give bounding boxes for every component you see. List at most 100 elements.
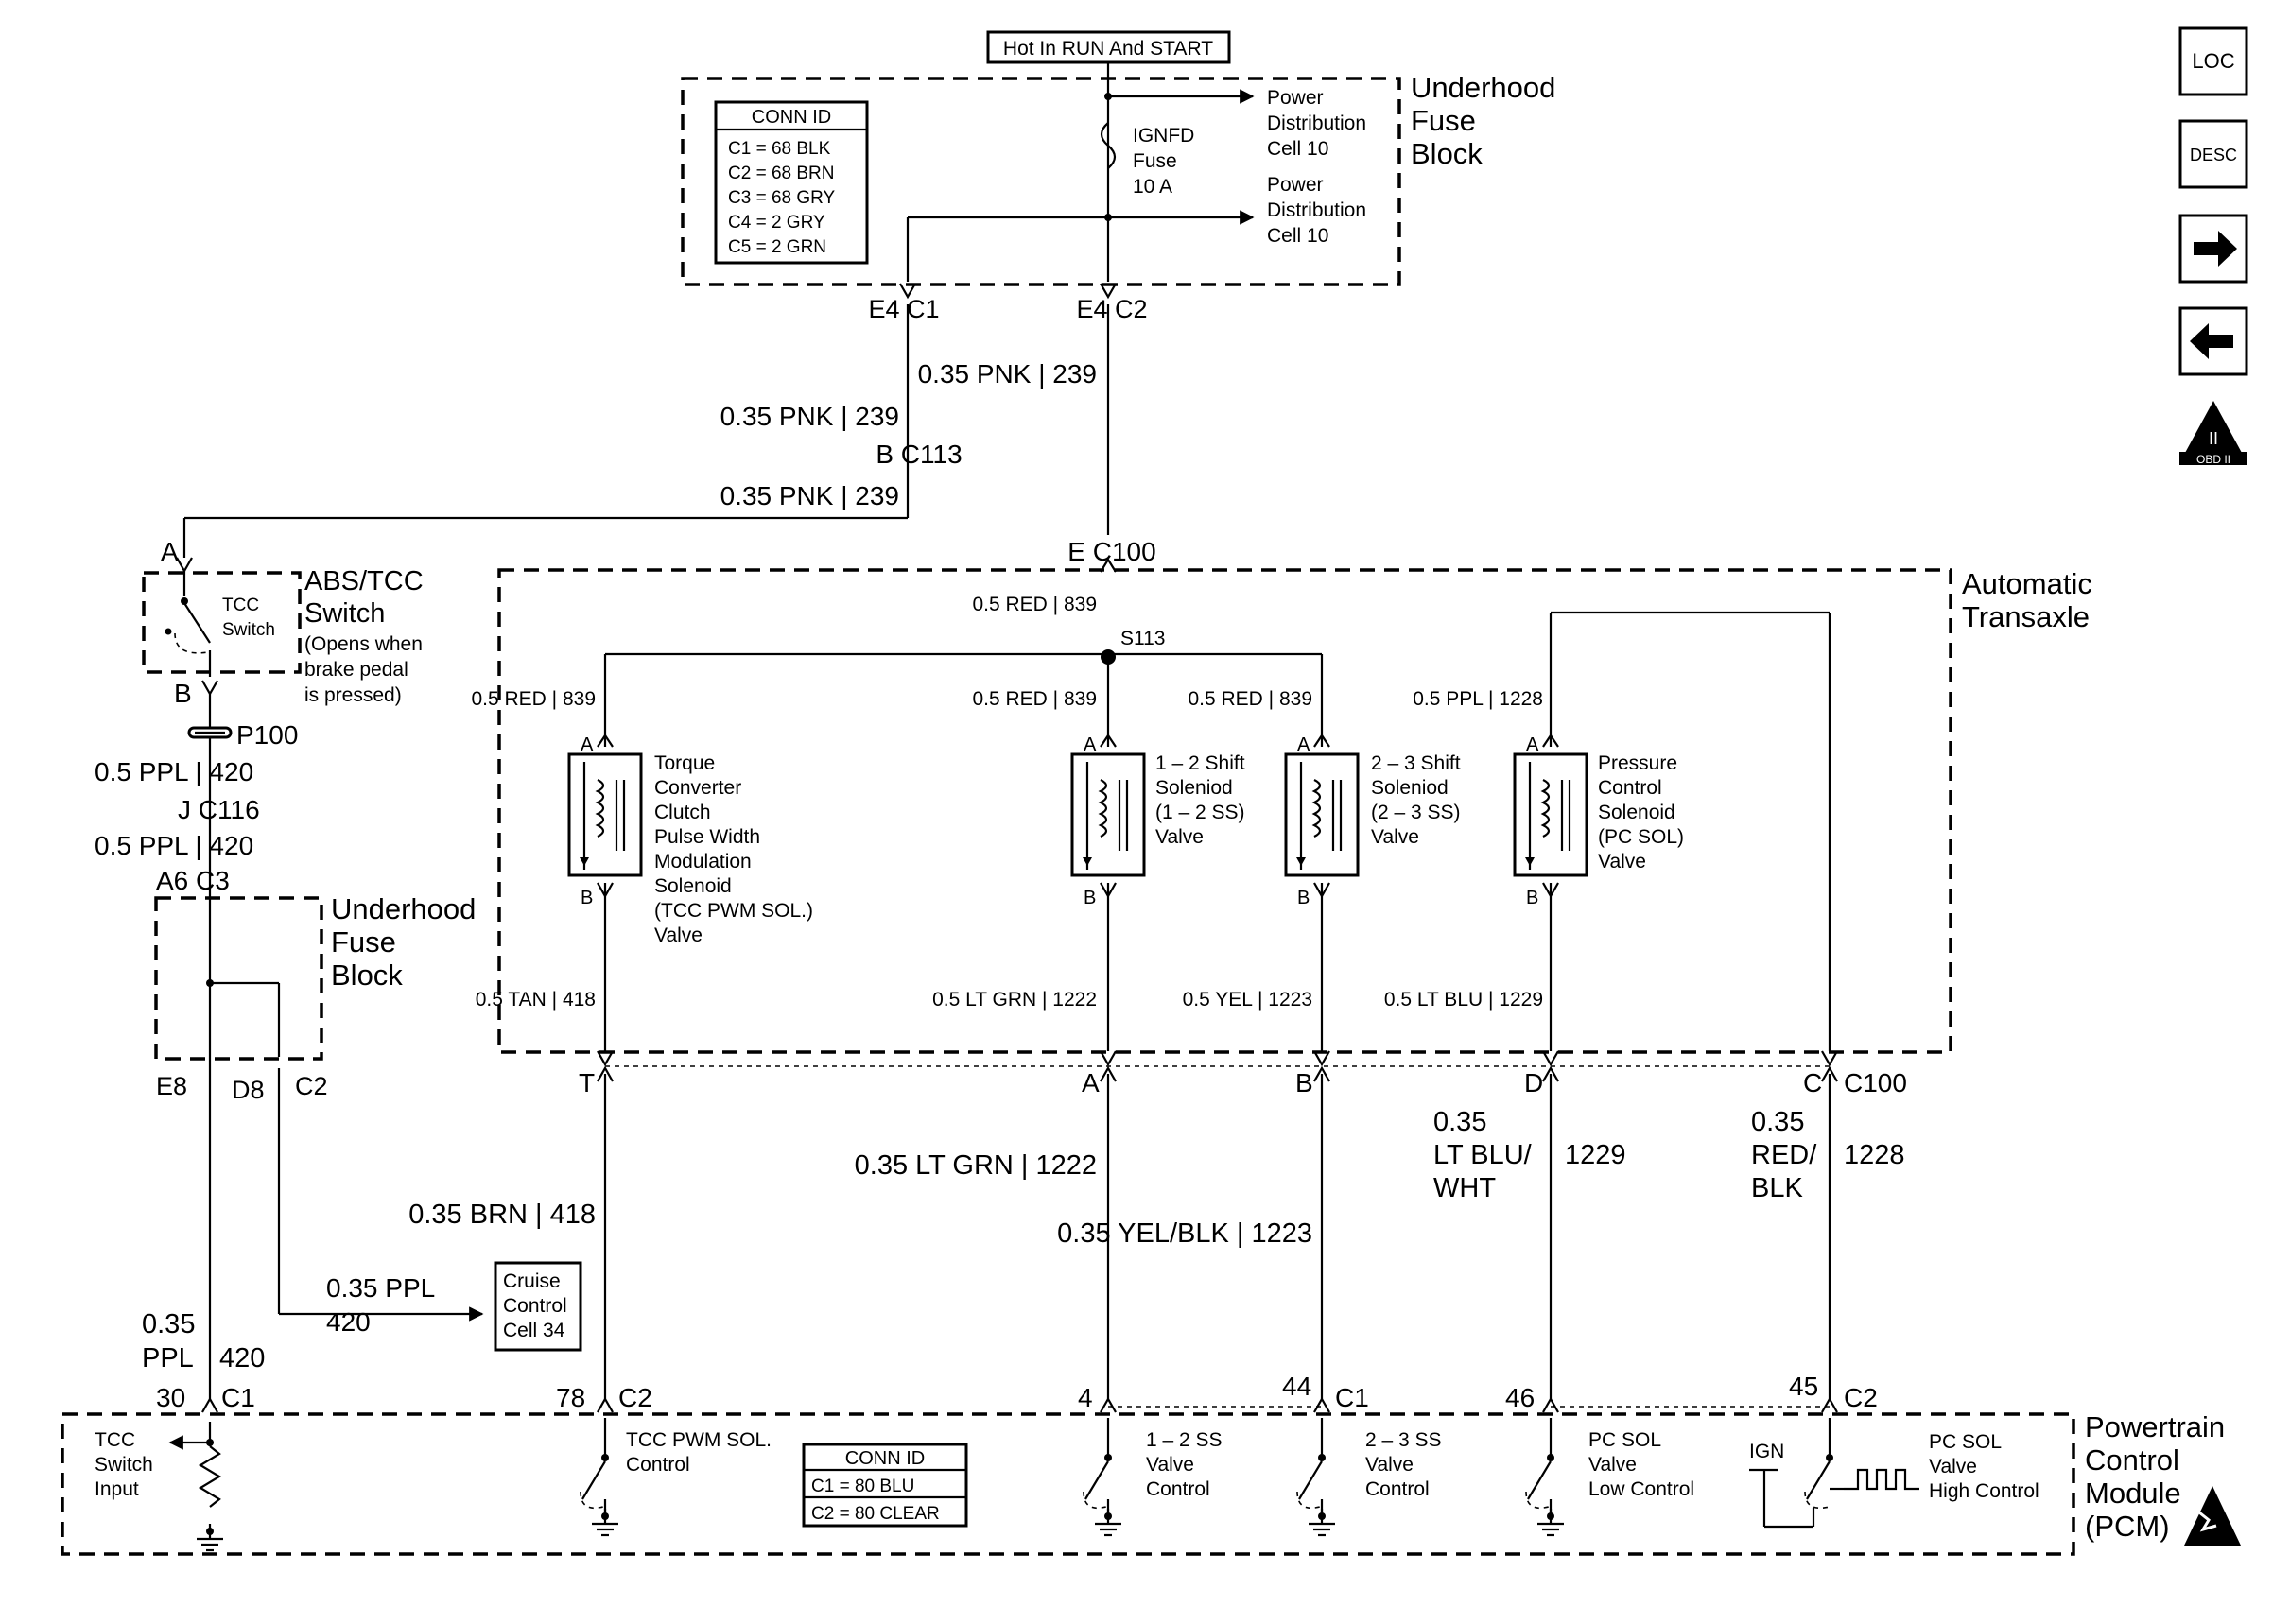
fuse-label: IGNFD Fuse 10 A — [1133, 125, 1194, 198]
driver-switch-icon — [581, 1460, 606, 1500]
svg-text:BLK: BLK — [1751, 1173, 1803, 1203]
svg-text:Fuse: Fuse — [1411, 104, 1476, 137]
shift-solenoid-23 — [1284, 752, 1360, 877]
tcc-pwm-solenoid-label: Torque Converter Clutch Pulse Width Modu… — [654, 752, 813, 946]
svg-text:Block: Block — [331, 959, 403, 992]
wire-1229-small-label: 0.5 LT BLU | 1229 — [1384, 989, 1543, 1011]
svg-text:420: 420 — [326, 1307, 371, 1337]
svg-text:0.35: 0.35 — [1433, 1107, 1486, 1137]
obd-ii-badge[interactable]: II OBD II — [2179, 401, 2247, 466]
svg-text:TCC PWM SOL.: TCC PWM SOL. — [626, 1429, 772, 1451]
svg-text:Control: Control — [1598, 777, 1662, 799]
wire-1223-label: 0.35 YEL/BLK | 1223 — [1057, 1218, 1312, 1249]
solenoid-pin-b: B — [1526, 888, 1538, 908]
solenoid-pin-a: A — [1297, 734, 1310, 755]
pullup-resistor-icon — [198, 1445, 222, 1508]
wire-839-main-label: 0.5 RED | 839 — [972, 594, 1097, 615]
solenoid-pin-b: B — [581, 888, 593, 908]
svg-text:Solenoid: Solenoid — [654, 875, 732, 897]
svg-text:CONN ID: CONN ID — [845, 1448, 925, 1469]
svg-text:PPL: PPL — [142, 1343, 194, 1373]
svg-text:Control: Control — [2085, 1443, 2179, 1477]
solenoid-coil-icon — [595, 779, 605, 838]
svg-text:Control: Control — [626, 1454, 690, 1476]
svg-text:Power: Power — [1267, 87, 1324, 109]
svg-text:Underhood: Underhood — [1411, 71, 1555, 104]
wire-1229-circuit: 1229 — [1565, 1140, 1626, 1170]
splice-s113: S113 — [1120, 628, 1166, 649]
wire-1223-small-label: 0.5 YEL | 1223 — [1183, 989, 1312, 1011]
pcm-connector-c2: C2 — [618, 1383, 652, 1412]
svg-text:1 – 2 SS: 1 – 2 SS — [1146, 1429, 1223, 1451]
solenoid-pin-a: A — [581, 734, 594, 755]
abs-tcc-switch-note: (Opens when brake pedal is pressed) — [304, 633, 423, 706]
svg-text:0.35: 0.35 — [1751, 1107, 1804, 1137]
svg-text:Distribution: Distribution — [1267, 199, 1366, 221]
abs-tcc-switch-label: ABS/TCC Switch — [304, 566, 424, 629]
wire-1228-circuit: 1228 — [1844, 1140, 1905, 1170]
tcc-pwm-solenoid — [567, 752, 643, 877]
connector-j-c116: J C116 — [178, 795, 260, 824]
svg-text:Valve: Valve — [1588, 1454, 1637, 1476]
wire-420-label-b: 0.5 PPL | 420 — [95, 831, 253, 860]
c100-pin-label: B — [1295, 1068, 1313, 1097]
svg-text:Control: Control — [1146, 1478, 1210, 1500]
svg-text:Modulation: Modulation — [654, 851, 752, 872]
svg-text:(Opens when: (Opens when — [304, 633, 423, 655]
pcm-pins — [201, 1396, 1838, 1413]
underhood-fuse-block-left-label: Underhood Fuse Block — [331, 892, 476, 992]
svg-text:Cruise: Cruise — [503, 1270, 561, 1292]
cruise-control-label: Cruise Control Cell 34 — [503, 1270, 567, 1341]
connector-a: A — [161, 537, 179, 566]
connector-c2-left: C2 — [295, 1072, 328, 1100]
svg-text:Switch: Switch — [222, 620, 275, 640]
svg-text:Underhood: Underhood — [331, 892, 476, 925]
hot-label: Hot In RUN And START — [1003, 38, 1213, 60]
c100-pin-label: T — [579, 1068, 595, 1097]
connector-e4-c1: E4 C1 — [868, 295, 939, 323]
solenoid-coil-icon — [1540, 779, 1551, 838]
ign-label: IGN — [1749, 1441, 1784, 1462]
svg-text:C2 = 68 BRN: C2 = 68 BRN — [728, 164, 834, 183]
svg-text:PC SOL: PC SOL — [1588, 1429, 1661, 1451]
automatic-transaxle-label: Automatic Transaxle — [1962, 567, 2092, 633]
svg-text:C1 = 80 BLU: C1 = 80 BLU — [811, 1477, 914, 1496]
svg-text:C4 = 2 GRY: C4 = 2 GRY — [728, 213, 825, 233]
svg-text:Clutch: Clutch — [654, 802, 711, 823]
tcc-switch-input-label: TCC Switch Input — [95, 1429, 153, 1500]
pcm-connector-c1b: C1 — [1335, 1383, 1369, 1412]
shift-solenoid-23-label: 2 – 3 Shift Soleniod (2 – 3 SS) Valve — [1371, 752, 1461, 848]
svg-text:Fuse: Fuse — [1133, 150, 1177, 172]
connector-b-switch: B — [174, 679, 192, 708]
svg-text:Control: Control — [503, 1295, 567, 1317]
underhood-fuse-block-top — [681, 77, 1401, 286]
pcsol-high-control-label: PC SOL Valve High Control — [1929, 1431, 2039, 1502]
connector-d8: D8 — [232, 1076, 265, 1104]
wire-418-label: 0.35 BRN | 418 — [408, 1200, 596, 1230]
svg-text:Automatic: Automatic — [1962, 567, 2092, 600]
tcc-pwm-control-label: TCC PWM SOL. Control — [626, 1429, 772, 1476]
svg-text:Powertrain: Powertrain — [2085, 1410, 2225, 1443]
driver-switch-icon — [1527, 1460, 1552, 1500]
svg-text:Transaxle: Transaxle — [1962, 600, 2090, 633]
svg-text:IGNFD: IGNFD — [1133, 125, 1194, 147]
shift-solenoid-12-label: 1 – 2 Shift Soleniod (1 – 2 SS) Valve — [1155, 752, 1245, 848]
pcm-label: Powertrain Control Module (PCM) — [2085, 1410, 2225, 1543]
svg-text:Power: Power — [1267, 174, 1324, 196]
svg-text:0.35: 0.35 — [142, 1309, 195, 1339]
shift-solenoid-12 — [1070, 752, 1146, 877]
abs-tcc-switch-box — [142, 571, 302, 674]
next-button[interactable] — [2178, 214, 2248, 284]
svg-text:Pressure: Pressure — [1598, 752, 1677, 774]
pcm-connector-46: 46 — [1505, 1383, 1535, 1412]
back-button[interactable] — [2178, 306, 2248, 376]
wire-420-pcm-label: 0.35 PPL — [142, 1309, 195, 1373]
loc-button[interactable]: LOC — [2178, 26, 2248, 96]
svg-text:1 – 2 Shift: 1 – 2 Shift — [1155, 752, 1245, 774]
svg-text:brake pedal: brake pedal — [304, 659, 408, 681]
svg-text:Valve: Valve — [1371, 826, 1419, 848]
desc-button[interactable]: DESC — [2178, 119, 2248, 189]
connector-p100: P100 — [236, 720, 298, 750]
underhood-fuse-block-top-label: Underhood Fuse Block — [1411, 71, 1555, 170]
svg-text:(TCC PWM SOL.): (TCC PWM SOL.) — [654, 900, 813, 922]
